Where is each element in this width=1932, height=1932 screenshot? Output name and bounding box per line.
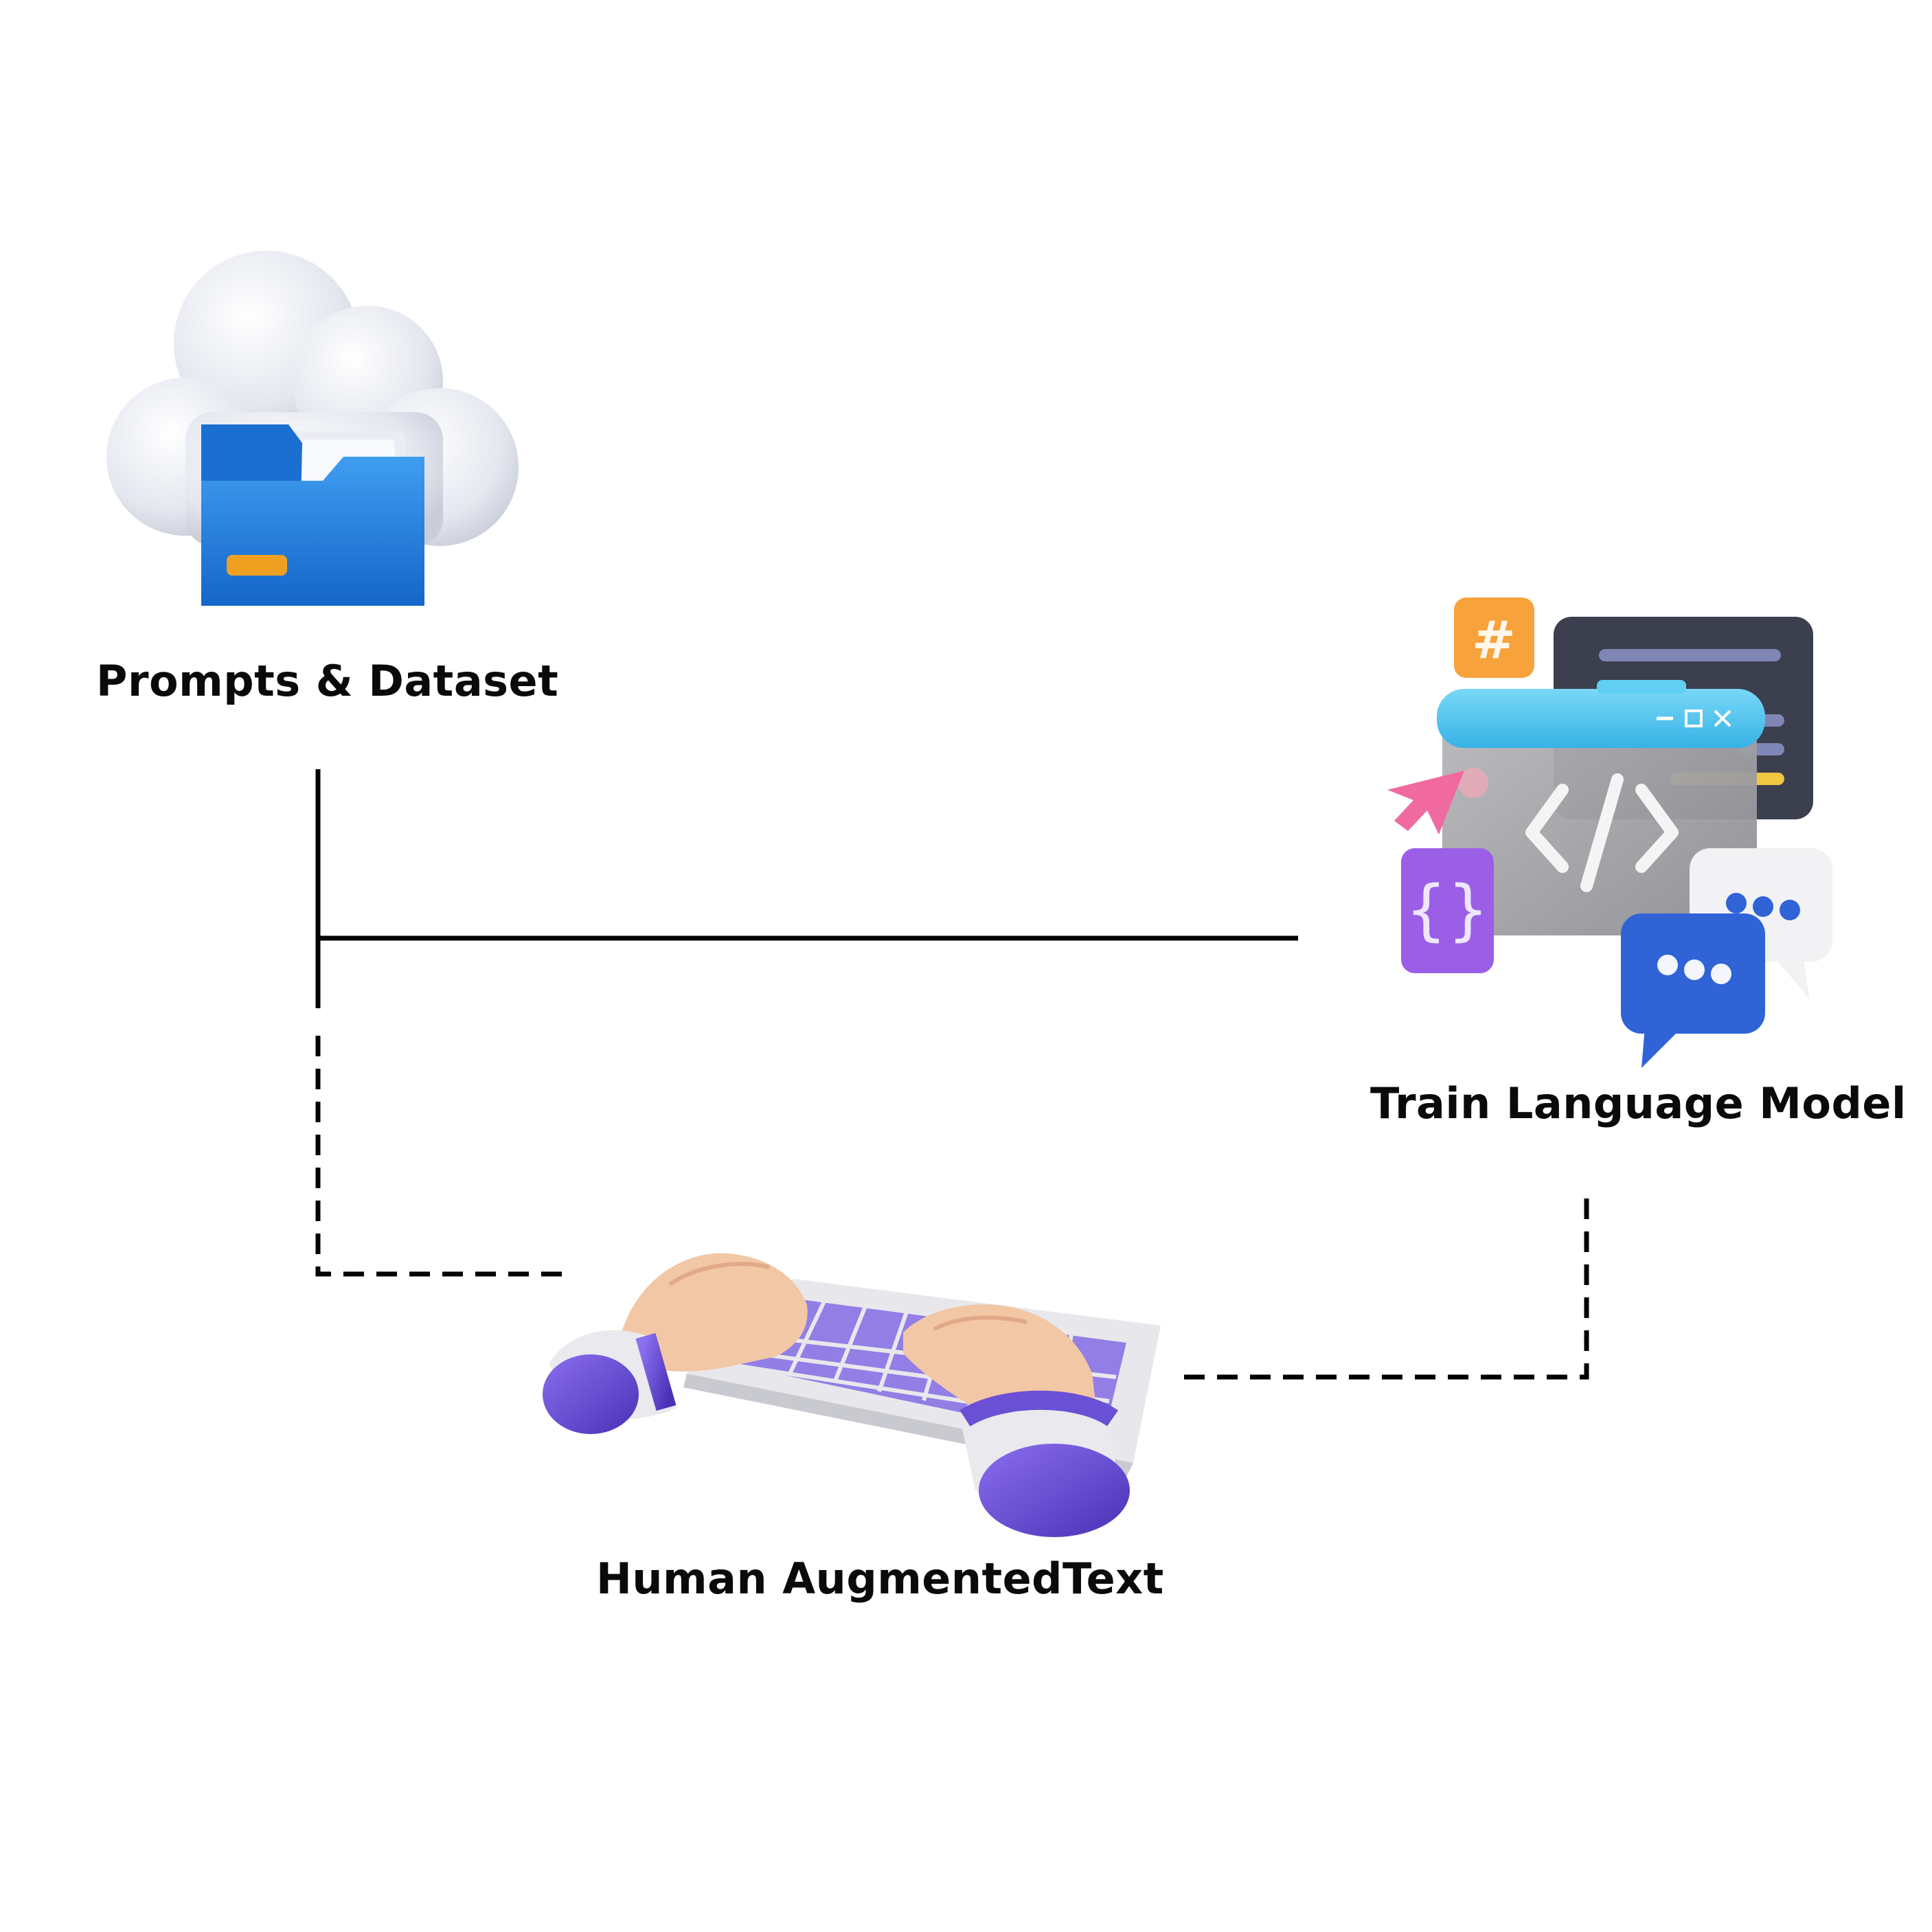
folder-icon xyxy=(201,424,424,606)
hash-badge-icon: # xyxy=(1454,598,1534,678)
code-window xyxy=(1437,680,1765,935)
chat-blue-icon xyxy=(1621,913,1765,1068)
right-hand xyxy=(903,1304,1130,1537)
connector-prompts-to-train xyxy=(315,769,1298,1008)
svg-text:{}: {} xyxy=(1405,872,1489,948)
svg-text:#: # xyxy=(1472,609,1516,670)
pointer-cursor-icon xyxy=(1387,771,1464,834)
cloud-folder-icon xyxy=(106,251,519,606)
hands-keyboard-icon xyxy=(543,1253,1161,1537)
left-hand xyxy=(543,1253,808,1434)
node-label-train: Train Language Model xyxy=(1370,1078,1907,1128)
node-label-prompts: Prompts & Dataset xyxy=(96,656,559,706)
node-label-human: Human AugmentedText xyxy=(596,1554,1164,1604)
braces-badge-icon: {} xyxy=(1401,848,1494,973)
code-window-chat-icon: # {} xyxy=(1387,598,1832,1068)
connector-human-to-train xyxy=(1178,1198,1589,1380)
connector-prompts-to-human xyxy=(315,1036,567,1277)
